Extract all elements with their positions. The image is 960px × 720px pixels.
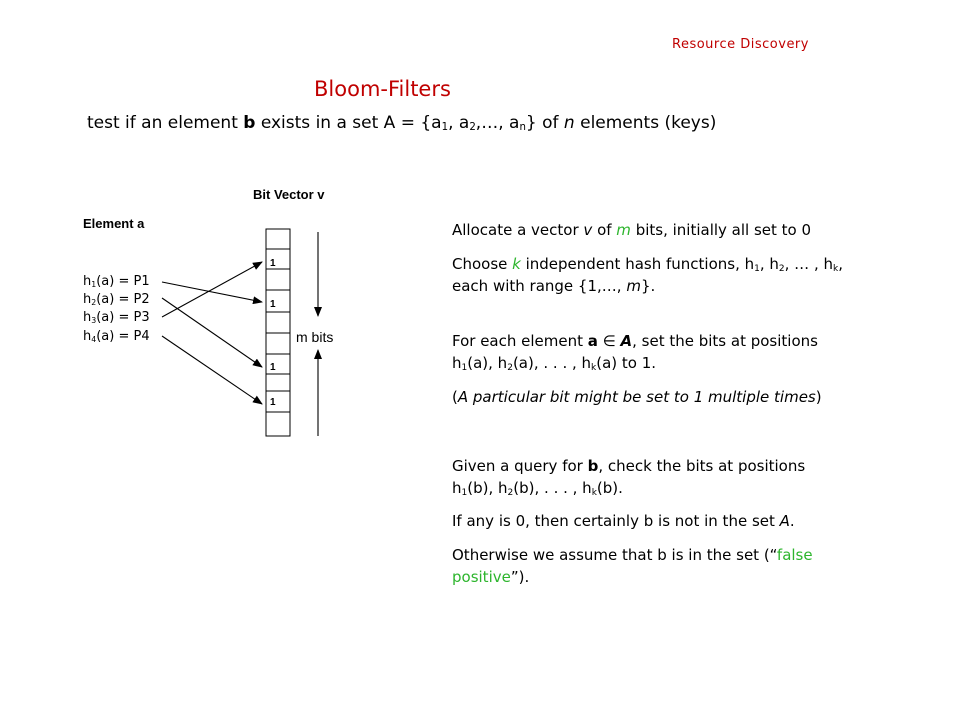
text-run: Otherwise we assume that b is in the set… (452, 546, 777, 564)
text-run: , h (759, 255, 779, 273)
m-bits-label: m bits (296, 329, 334, 345)
bit-vector-title: Bit Vector v (253, 187, 325, 202)
text-run: If any is 0, then certainly b is not in … (452, 512, 780, 530)
subscript: 4 (91, 335, 97, 344)
element-title: Element a (83, 216, 145, 231)
subscript: 3 (91, 316, 97, 325)
text-run: independent hash functions, h (520, 255, 755, 273)
text-a: a (587, 332, 598, 350)
subtitle-text: exists in a set A = {a (255, 113, 442, 133)
text-run: (a), h (467, 354, 508, 372)
para-allocate: Allocate a vector v of m bits, initially… (452, 219, 892, 241)
text-run: (a) to 1. (596, 354, 657, 372)
bit-vector (265, 228, 291, 437)
text-run: . (789, 512, 795, 530)
text-run: (a), . . . , h (512, 354, 592, 372)
subscript: k (833, 264, 839, 274)
subtitle-text: } of (525, 113, 564, 133)
hash-rest: (a) = P4 (96, 329, 150, 344)
bit-value: 1 (270, 258, 276, 269)
hash-rest: (a) = P3 (96, 310, 150, 325)
slide-title: Bloom-Filters (314, 77, 451, 101)
hash-rest: (a) = P1 (96, 274, 150, 289)
hash-arrow (161, 281, 263, 305)
para-for-each: For each element a ∈ A, set the bits at … (452, 330, 892, 374)
text-run: }. (640, 277, 656, 295)
text-run: , … , h (784, 255, 833, 273)
hash-arrow (161, 335, 263, 405)
false-positive-text: false (776, 546, 813, 564)
text-run: (b), . . . , h (513, 479, 592, 497)
subscript: 1 (754, 264, 760, 274)
text-run: ) (815, 388, 822, 406)
subscript: k (591, 488, 597, 498)
hash-arrow (161, 261, 263, 318)
text-run: , set the bits at positions (632, 332, 818, 350)
subscript: 1 (91, 280, 97, 289)
bit-value: 1 (270, 299, 276, 310)
text-v: v (583, 221, 593, 239)
subscript: n (519, 122, 526, 133)
bit-value: 1 (270, 397, 276, 408)
text-run: Given a query for (452, 457, 588, 475)
text-run: ( (452, 388, 458, 406)
para-choose: Choose k independent hash functions, h1,… (452, 253, 892, 297)
hash-h: h (83, 329, 92, 344)
note-text: A particular bit might be set to 1 multi… (457, 388, 816, 406)
subtitle-n: n (563, 113, 575, 133)
subscript: k (591, 363, 597, 373)
text-b: b (587, 457, 599, 475)
text-A: A (620, 332, 633, 350)
element-of-symbol: ∈ (597, 332, 621, 350)
hash-h: h (83, 310, 92, 325)
hash-h: h (83, 292, 92, 307)
text-run: , (838, 255, 843, 273)
text-run: h (452, 479, 462, 497)
text-run: Choose (452, 255, 513, 273)
text-m: m (626, 277, 641, 295)
hash-label: h4(a) = P4 (83, 329, 150, 344)
hash-label: h2(a) = P2 (83, 292, 150, 307)
subscript: 2 (91, 298, 97, 307)
text-A: A (779, 512, 790, 530)
subtitle-element-b: b (243, 113, 256, 133)
text-run: bits, initially all set to 0 (630, 221, 812, 239)
subtitle-text: ,…, a (475, 113, 520, 133)
subtitle-text: elements (keys) (574, 113, 717, 133)
header-label: Resource Discovery (672, 37, 809, 52)
hash-h: h (83, 274, 92, 289)
para-note: (A particular bit might be set to 1 mult… (452, 386, 892, 408)
subscript: 1 (461, 363, 468, 373)
hash-arrow (161, 297, 263, 368)
text-run: Allocate a vector (452, 221, 584, 239)
bit-value: 1 (270, 362, 276, 373)
text-run: , check the bits at positions (598, 457, 806, 475)
para-otherwise: Otherwise we assume that b is in the set… (452, 544, 892, 588)
subtitle: test if an element b exists in a set A =… (87, 113, 716, 133)
text-run: For each element (452, 332, 588, 350)
text-k: k (512, 255, 521, 273)
hash-rest: (a) = P2 (96, 292, 150, 307)
subtitle-text: , a (448, 113, 470, 133)
para-query: Given a query for b, check the bits at p… (452, 455, 892, 499)
text-run: ”). (510, 568, 530, 586)
subscript: 1 (461, 488, 468, 498)
text-run: each with range {1,…, (452, 277, 627, 295)
subscript: 2 (507, 363, 513, 373)
text-run: (b), h (467, 479, 508, 497)
subtitle-text: test if an element (87, 113, 244, 133)
subscript: 2 (469, 122, 476, 133)
subscript: 2 (778, 264, 785, 274)
text-run: (b). (596, 479, 623, 497)
hash-label: h1(a) = P1 (83, 274, 150, 289)
text-m: m (616, 221, 631, 239)
subscript: 1 (441, 122, 449, 133)
hash-label: h3(a) = P3 (83, 310, 150, 325)
subscript: 2 (507, 488, 514, 498)
text-run: h (452, 354, 462, 372)
false-positive-text: positive (452, 568, 511, 586)
para-if-zero: If any is 0, then certainly b is not in … (452, 510, 892, 532)
text-run: of (592, 221, 617, 239)
